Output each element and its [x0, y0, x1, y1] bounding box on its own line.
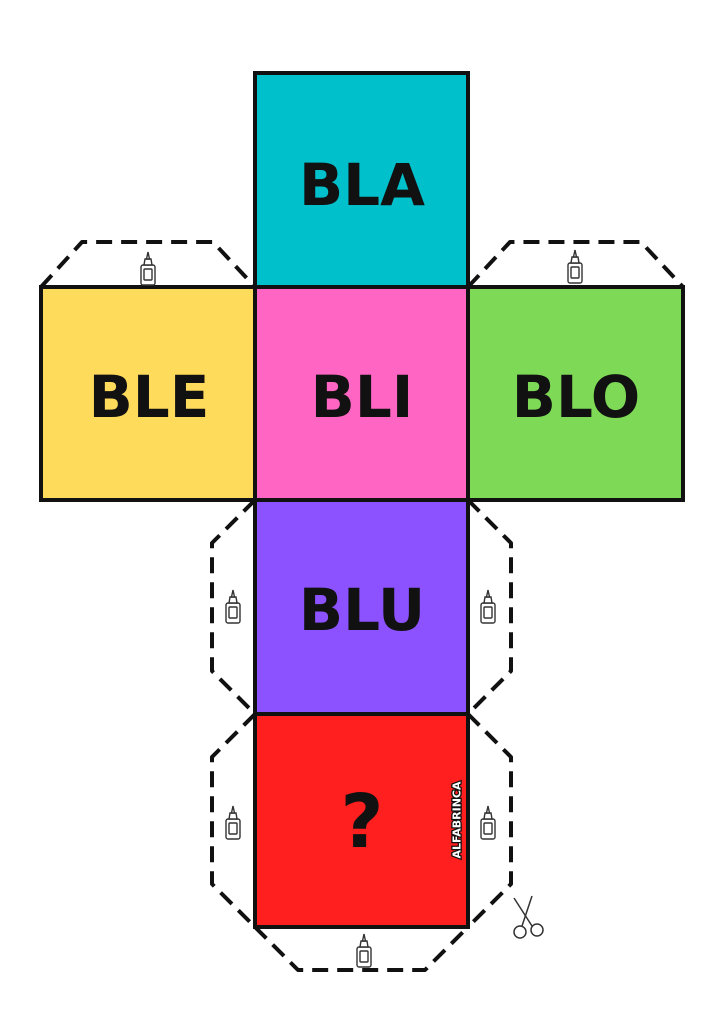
glue-bottle-icon — [225, 805, 241, 840]
face-top — [253, 71, 470, 289]
face-left — [39, 285, 257, 502]
face-right — [466, 285, 685, 502]
scissors-icon — [513, 895, 544, 939]
glue-bottle-icon — [225, 589, 241, 624]
glue-tab-bottom-right — [466, 712, 513, 929]
face-lower — [253, 498, 470, 716]
face-bottom — [253, 712, 470, 929]
glue-tab-bottom — [253, 925, 470, 972]
question-mark: ? — [341, 779, 384, 865]
glue-bottle-icon — [140, 251, 156, 286]
glue-bottle-icon — [356, 933, 372, 968]
face-center — [253, 285, 470, 502]
glue-tab-bottom-left — [210, 712, 257, 929]
glue-tab-lower-left — [210, 498, 257, 716]
syllable-left: BLE — [89, 363, 210, 431]
syllable-lower: BLU — [299, 576, 425, 644]
glue-tab-left-top — [39, 240, 257, 289]
brand-logo: ALFABRINCA — [451, 781, 464, 859]
glue-bottle-icon — [567, 249, 583, 284]
syllable-top: BLA — [299, 151, 425, 219]
syllable-center: BLI — [311, 363, 414, 431]
glue-bottle-icon — [480, 589, 496, 624]
syllable-right: BLO — [512, 363, 640, 431]
glue-bottle-icon — [480, 805, 496, 840]
glue-tab-lower-right — [466, 498, 513, 716]
